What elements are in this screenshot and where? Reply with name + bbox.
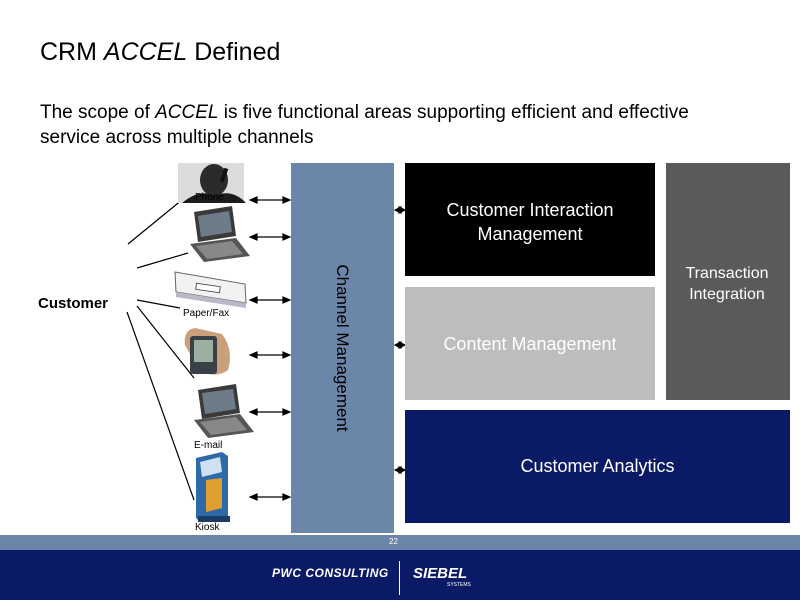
subtitle-suffix: is five functional areas supporting effi… xyxy=(40,102,689,148)
arrow-pda xyxy=(248,351,292,359)
arrow-laptop-1 xyxy=(248,233,292,241)
siebel-logo-sub: SYSTEMS xyxy=(447,582,471,588)
arrow-cim xyxy=(393,206,407,214)
content-management-box xyxy=(405,287,655,400)
email-label: E-mail xyxy=(194,440,223,451)
phone-person-icon xyxy=(178,163,246,203)
subtitle-accent: ACCEL xyxy=(155,102,219,123)
phone-label: Phone xyxy=(195,192,224,203)
arrow-analytics xyxy=(393,466,407,474)
email-laptop-icon xyxy=(194,384,254,438)
content-management-label: Content Management xyxy=(443,334,617,354)
transaction-integration-label: Transaction Integration xyxy=(685,265,769,303)
title-prefix: CRM xyxy=(40,38,104,66)
channel-management-bar xyxy=(291,163,394,533)
arrow-content xyxy=(393,341,407,349)
arrow-phone xyxy=(248,196,292,204)
customer-links xyxy=(126,194,195,501)
arrow-kiosk xyxy=(248,493,292,501)
title-suffix: Defined xyxy=(187,38,281,66)
customer-interaction-management-label: Customer Interaction Management xyxy=(446,200,614,244)
siebel-logo: SIEBEL xyxy=(413,565,468,582)
kiosk-icon xyxy=(196,452,230,522)
arrow-email xyxy=(248,408,292,416)
channel-arrows xyxy=(248,196,407,501)
fax-icon xyxy=(174,271,247,308)
slide-title: CRM ACCEL Defined xyxy=(40,38,280,67)
customer-interaction-management-box xyxy=(405,163,655,276)
arrow-fax xyxy=(248,296,292,304)
kiosk-label: Kiosk xyxy=(195,522,220,533)
laptop-icon xyxy=(190,206,250,262)
page-number: 22 xyxy=(389,537,398,546)
paper-fax-label: Paper/Fax xyxy=(183,308,230,319)
customer-label: Customer xyxy=(38,295,109,312)
customer-analytics-label: Customer Analytics xyxy=(520,456,675,476)
footer-band xyxy=(0,550,800,600)
transaction-integration-box xyxy=(666,163,790,400)
pda-icon xyxy=(184,328,230,375)
logo-divider xyxy=(399,561,400,595)
channel-management-label: Channel Management xyxy=(333,264,352,432)
title-accent: ACCEL xyxy=(103,38,188,66)
customer-analytics-box xyxy=(405,410,790,523)
subtitle-prefix: The scope of xyxy=(40,102,156,123)
slide-subtitle: The scope of ACCEL is five functional ar… xyxy=(40,100,740,150)
footer-strip xyxy=(0,535,800,550)
pwc-consulting-logo: PWC CONSULTING xyxy=(272,566,389,580)
